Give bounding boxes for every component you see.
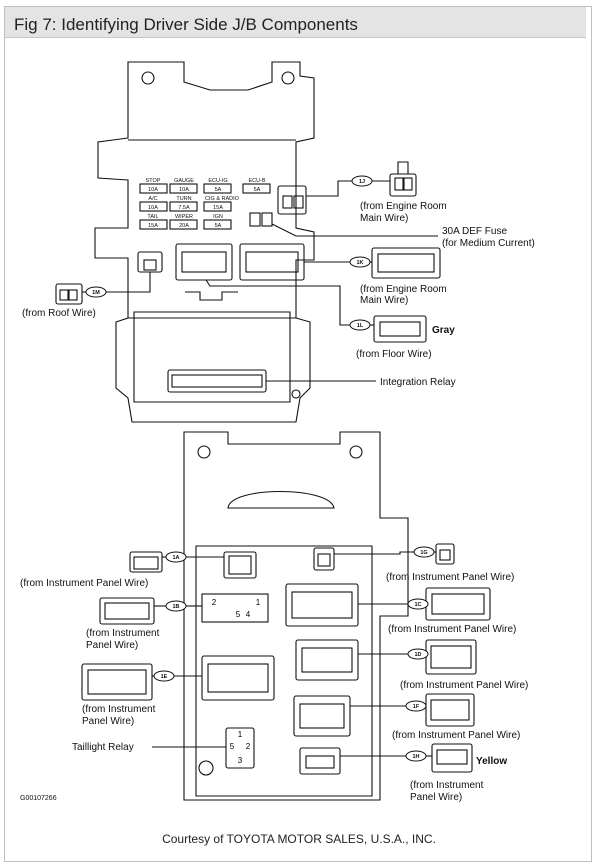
fuse-amp: 15A [213, 205, 223, 211]
label-ip-1h-b: Panel Wire) [410, 792, 462, 803]
label-ip-1e-a: (from Instrument [82, 704, 156, 715]
label-engine-room-1a: (from Engine Room [360, 201, 447, 212]
label-ip-1g: (from Instrument Panel Wire) [386, 572, 514, 583]
label-engine-room-2a: (from Engine Room [360, 284, 447, 295]
title-bar: Fig 7: Identifying Driver Side J/B Compo… [5, 7, 586, 38]
fuse-amp: 20A [179, 223, 189, 229]
fuse-name: ECU-B [248, 178, 265, 184]
lower-junction-block [183, 431, 409, 801]
label-ip-1e-b: Panel Wire) [82, 716, 134, 727]
relay-pin: 1 [256, 598, 261, 607]
label-engine-room-1b: Main Wire) [360, 213, 408, 224]
taillight-pin: 1 [238, 730, 243, 739]
label-ip-1c: (from Instrument Panel Wire) [388, 624, 516, 635]
taillight-pin: 5 [230, 742, 235, 751]
fuse-name: ECU-IG [208, 178, 227, 184]
code-1E: 1E [161, 674, 168, 680]
fuse-name: A/C [148, 196, 157, 202]
label-roof-wire: (from Roof Wire) [22, 308, 96, 319]
fuse-amp: 10A [179, 187, 189, 193]
label-taillight-relay: Taillight Relay [72, 742, 134, 753]
relay-pin: 2 [212, 598, 217, 607]
fuse-amp: 5A [215, 187, 222, 193]
code-1C: 1C [414, 602, 421, 608]
taillight-pin: 3 [238, 756, 243, 765]
fuse-amp: 5A [215, 223, 222, 229]
label-yellow: Yellow [476, 756, 507, 767]
figure-id: G00107266 [20, 795, 57, 802]
fuse-labels: STOP GAUGE ECU-IG ECU-B 10A 10A 5A 5A A/… [146, 178, 266, 229]
external-connectors-upper [55, 161, 441, 343]
fuse-amp: 5A [254, 187, 261, 193]
fuse-name: TURN [176, 196, 191, 202]
label-ip-1a: (from Instrument Panel Wire) [20, 578, 148, 589]
fuse-name: WIPER [175, 214, 193, 220]
label-ip-1d: (from Instrument Panel Wire) [400, 680, 528, 691]
code-1M: 1M [92, 290, 100, 296]
code-1F: 1F [413, 704, 420, 710]
fuse-panel [139, 183, 273, 230]
figure-frame [4, 6, 592, 862]
fuse-name: GAUGE [174, 178, 194, 184]
label-ip-1b-a: (from Instrument [86, 628, 160, 639]
label-def-fuse-a: 30A DEF Fuse [442, 226, 507, 237]
fuse-name: STOP [146, 178, 161, 184]
fuse-amp: 15A [148, 223, 158, 229]
leader-lines-upper [82, 180, 438, 382]
taillight-pin: 2 [246, 742, 251, 751]
label-engine-room-2b: Main Wire) [360, 295, 408, 306]
upper-junction-block [94, 61, 315, 423]
code-1J: 1J [359, 179, 365, 185]
relay-pin: 5 [236, 610, 241, 619]
fuse-name: TAIL [147, 214, 158, 220]
label-ip-1f: (from Instrument Panel Wire) [392, 730, 520, 741]
label-gray: Gray [432, 325, 455, 336]
code-bubbles [85, 175, 435, 762]
fuse-amp: 10A [148, 187, 158, 193]
fuse-name: CIG & RADIO [205, 196, 240, 202]
fuse-name: IGN [213, 214, 223, 220]
code-1D: 1D [414, 652, 421, 658]
code-1A: 1A [172, 555, 179, 561]
fuse-amp: 10A [148, 205, 158, 211]
leader-lines-lower [152, 551, 436, 757]
credit-line: Courtesy of TOYOTA MOTOR SALES, U.S.A., … [162, 832, 436, 846]
code-1K: 1K [356, 260, 363, 266]
fuse-amp: 7.5A [178, 205, 190, 211]
connector-group-lower [201, 547, 359, 775]
label-floor-wire: (from Floor Wire) [356, 349, 432, 360]
code-1L: 1L [357, 323, 364, 329]
code-1B: 1B [172, 604, 179, 610]
label-ip-1h-a: (from Instrument [410, 780, 484, 791]
code-1H: 1H [412, 754, 419, 760]
label-def-fuse-b: (for Medium Current) [442, 238, 535, 249]
label-ip-1b-b: Panel Wire) [86, 640, 138, 651]
code-1G: 1G [420, 550, 427, 556]
relay-pin: 4 [246, 610, 251, 619]
figure-title: Fig 7: Identifying Driver Side J/B Compo… [14, 15, 358, 34]
label-integration-relay: Integration Relay [380, 377, 456, 388]
